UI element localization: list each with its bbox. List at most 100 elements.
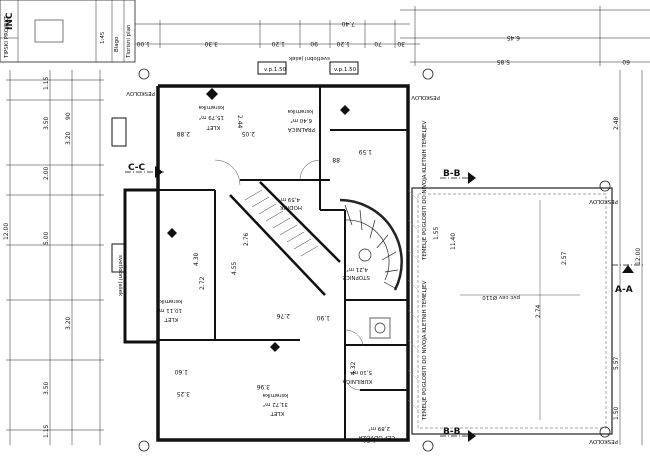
section-lines xyxy=(125,171,645,437)
room-klet-left-area: 10,11 m² xyxy=(157,307,182,314)
dim-left-label: 3.50 xyxy=(43,381,50,395)
dim-right-label: 12.00 xyxy=(635,248,642,265)
title-scale: 1:45 xyxy=(100,31,106,44)
title-sheet: Blago xyxy=(114,36,120,52)
room-klet-left-name: KLET xyxy=(164,316,178,322)
dim-inner-label: 1.60 xyxy=(174,368,188,375)
dim-top-label: 6.45 xyxy=(506,34,520,41)
foundation-note-bottom: TEMELJE POGLOBITI DO NIVOJA KLETNIH TEME… xyxy=(422,280,428,421)
room-kurilnica-area: 5,10 m² xyxy=(350,369,372,376)
dim-top-label: 30 xyxy=(397,40,405,47)
dim-inner-label: 3.25 xyxy=(176,390,190,397)
left-bump-walls xyxy=(123,188,158,344)
dim-inner-label: 2.88 xyxy=(176,130,190,137)
room-klet-top-name: KLET xyxy=(206,124,220,130)
dim-inner-label: 4.32 xyxy=(350,361,357,375)
dim-inner-label: 2.57 xyxy=(561,251,568,265)
room-pralnica-name: PRALNICA xyxy=(288,126,315,132)
room-pralnica-floor: keramika xyxy=(288,108,313,114)
dim-top-label: 90 xyxy=(310,40,318,47)
room-cp-odvoz-area: 2,89 m² xyxy=(368,425,390,432)
room-pralnica-area: 6,40 m² xyxy=(290,117,312,124)
room-hodnik-name: HODNIK xyxy=(280,204,302,210)
dim-top-label: 7.40 xyxy=(341,20,355,27)
dim-left-label: 2.00 xyxy=(43,166,50,180)
foundation-note-top: TEMELJE POGLOBITI DO NIVOJA KLETNIH TEME… xyxy=(422,120,428,261)
vp-label-top2: v.p.1.50 xyxy=(334,67,357,73)
peskolov-label-2: PESKOLOV xyxy=(411,94,440,100)
light-shaft-label-left: svetlobni jašek xyxy=(117,255,124,297)
misc-labels: svetlobni jašek svetlobni jašek v.p.1.50… xyxy=(117,55,618,444)
dim-inner-label: 3.96 xyxy=(256,383,270,390)
title-company: INC xyxy=(5,12,15,30)
title-block: TIPSKI PROJEKT INC 1:45 Blago Tlorisni p… xyxy=(0,0,136,63)
dim-inner-label: 2.44 xyxy=(236,115,243,129)
section-b-label-top: B-B xyxy=(443,169,461,179)
dim-inner-label: 2.76 xyxy=(276,312,290,319)
dim-inner-label: 2.05 xyxy=(241,130,255,137)
light-shafts xyxy=(111,61,359,273)
dim-left-label: 5.00 xyxy=(43,231,50,245)
dim-top-label: 5.85 xyxy=(496,58,510,65)
room-kurilnica-name: KURILNICA xyxy=(342,378,372,384)
dim-inner-label: 2.76 xyxy=(243,232,250,246)
dim-inner-label: 1.90 xyxy=(316,314,330,321)
dim-left-label: 3.20 xyxy=(65,131,72,145)
dim-inner-label: 1.59 xyxy=(358,148,372,155)
dim-top-label: 3.30 xyxy=(204,40,218,47)
dim-left-label: 3.20 xyxy=(65,316,72,330)
internal-walls xyxy=(158,86,408,440)
dim-left-label: 1.15 xyxy=(43,76,50,90)
dim-inner-label: 2.72 xyxy=(199,276,206,290)
title-drawing-label: Tlorisni plan xyxy=(126,24,132,59)
section-markers xyxy=(155,166,634,442)
level-markers xyxy=(167,88,350,352)
outer-walls xyxy=(156,84,410,442)
hatching xyxy=(407,189,419,411)
section-labels: C-C B-B B-B A-A xyxy=(128,163,633,437)
room-labels: KLET 15,79 m² keramika PRALNICA 6,40 m² … xyxy=(157,104,395,440)
peskolov-label-1: PESKOLOV xyxy=(126,90,155,96)
dim-inner-label: 2.74 xyxy=(535,304,542,318)
dim-left-label: 12.00 xyxy=(3,223,10,240)
dim-right-label: 2.48 xyxy=(613,116,620,130)
terrace-area xyxy=(411,187,613,435)
dim-right-label: 1.50 xyxy=(613,406,620,420)
stairs xyxy=(244,189,319,257)
light-shaft-label-top: svetlobni jašek xyxy=(288,55,330,62)
dim-top-label: 1.20 xyxy=(271,40,285,47)
room-klet-bottom-name: KLET xyxy=(270,410,284,416)
room-klet-top-area: 15,79 m² xyxy=(199,114,224,121)
pvc-label: pvc cev Ø110 xyxy=(482,294,520,301)
room-klet-top-floor: keramika xyxy=(199,104,224,110)
dim-inner-label: 4.55 xyxy=(231,261,238,275)
dim-inner-label: 1.55 xyxy=(433,226,440,240)
peskolov-label-3: PESKOLOV xyxy=(589,198,618,204)
section-c-label: C-C xyxy=(128,163,146,173)
dimension-lines xyxy=(6,6,650,445)
room-hodnik-area: 4,59 m² xyxy=(278,196,300,203)
section-a-label: A-A xyxy=(615,285,633,295)
spiral-staircase xyxy=(339,198,403,291)
dim-top-label: 70 xyxy=(374,40,382,47)
room-klet-left-floor: keramika xyxy=(157,298,182,304)
room-cp-odvoz-name: CEP ODVOZA xyxy=(358,434,395,440)
dim-left-label: 1.15 xyxy=(43,424,50,438)
section-b-label-bottom: B-B xyxy=(443,427,461,437)
dim-inner-label: 88 xyxy=(332,156,340,163)
room-klet-bottom-area: 31,72 m² xyxy=(263,401,288,408)
peskolov-markers xyxy=(138,68,611,452)
dim-top-label: 60 xyxy=(622,58,630,65)
dim-top-label: 1.20 xyxy=(336,40,350,47)
dims-right: 2.48 12.00 5.57 1.50 xyxy=(613,116,642,420)
dim-right-label: 5.57 xyxy=(613,356,620,370)
diagonal-walls xyxy=(229,181,341,296)
dim-left-label: 3.50 xyxy=(43,116,50,130)
peskolov-label-4: PESKOLOV xyxy=(589,438,618,444)
boiler-equipment xyxy=(369,317,391,339)
dim-inner-label: 11.40 xyxy=(450,233,457,250)
title-project: TIPSKI PROJEKT xyxy=(4,15,10,59)
